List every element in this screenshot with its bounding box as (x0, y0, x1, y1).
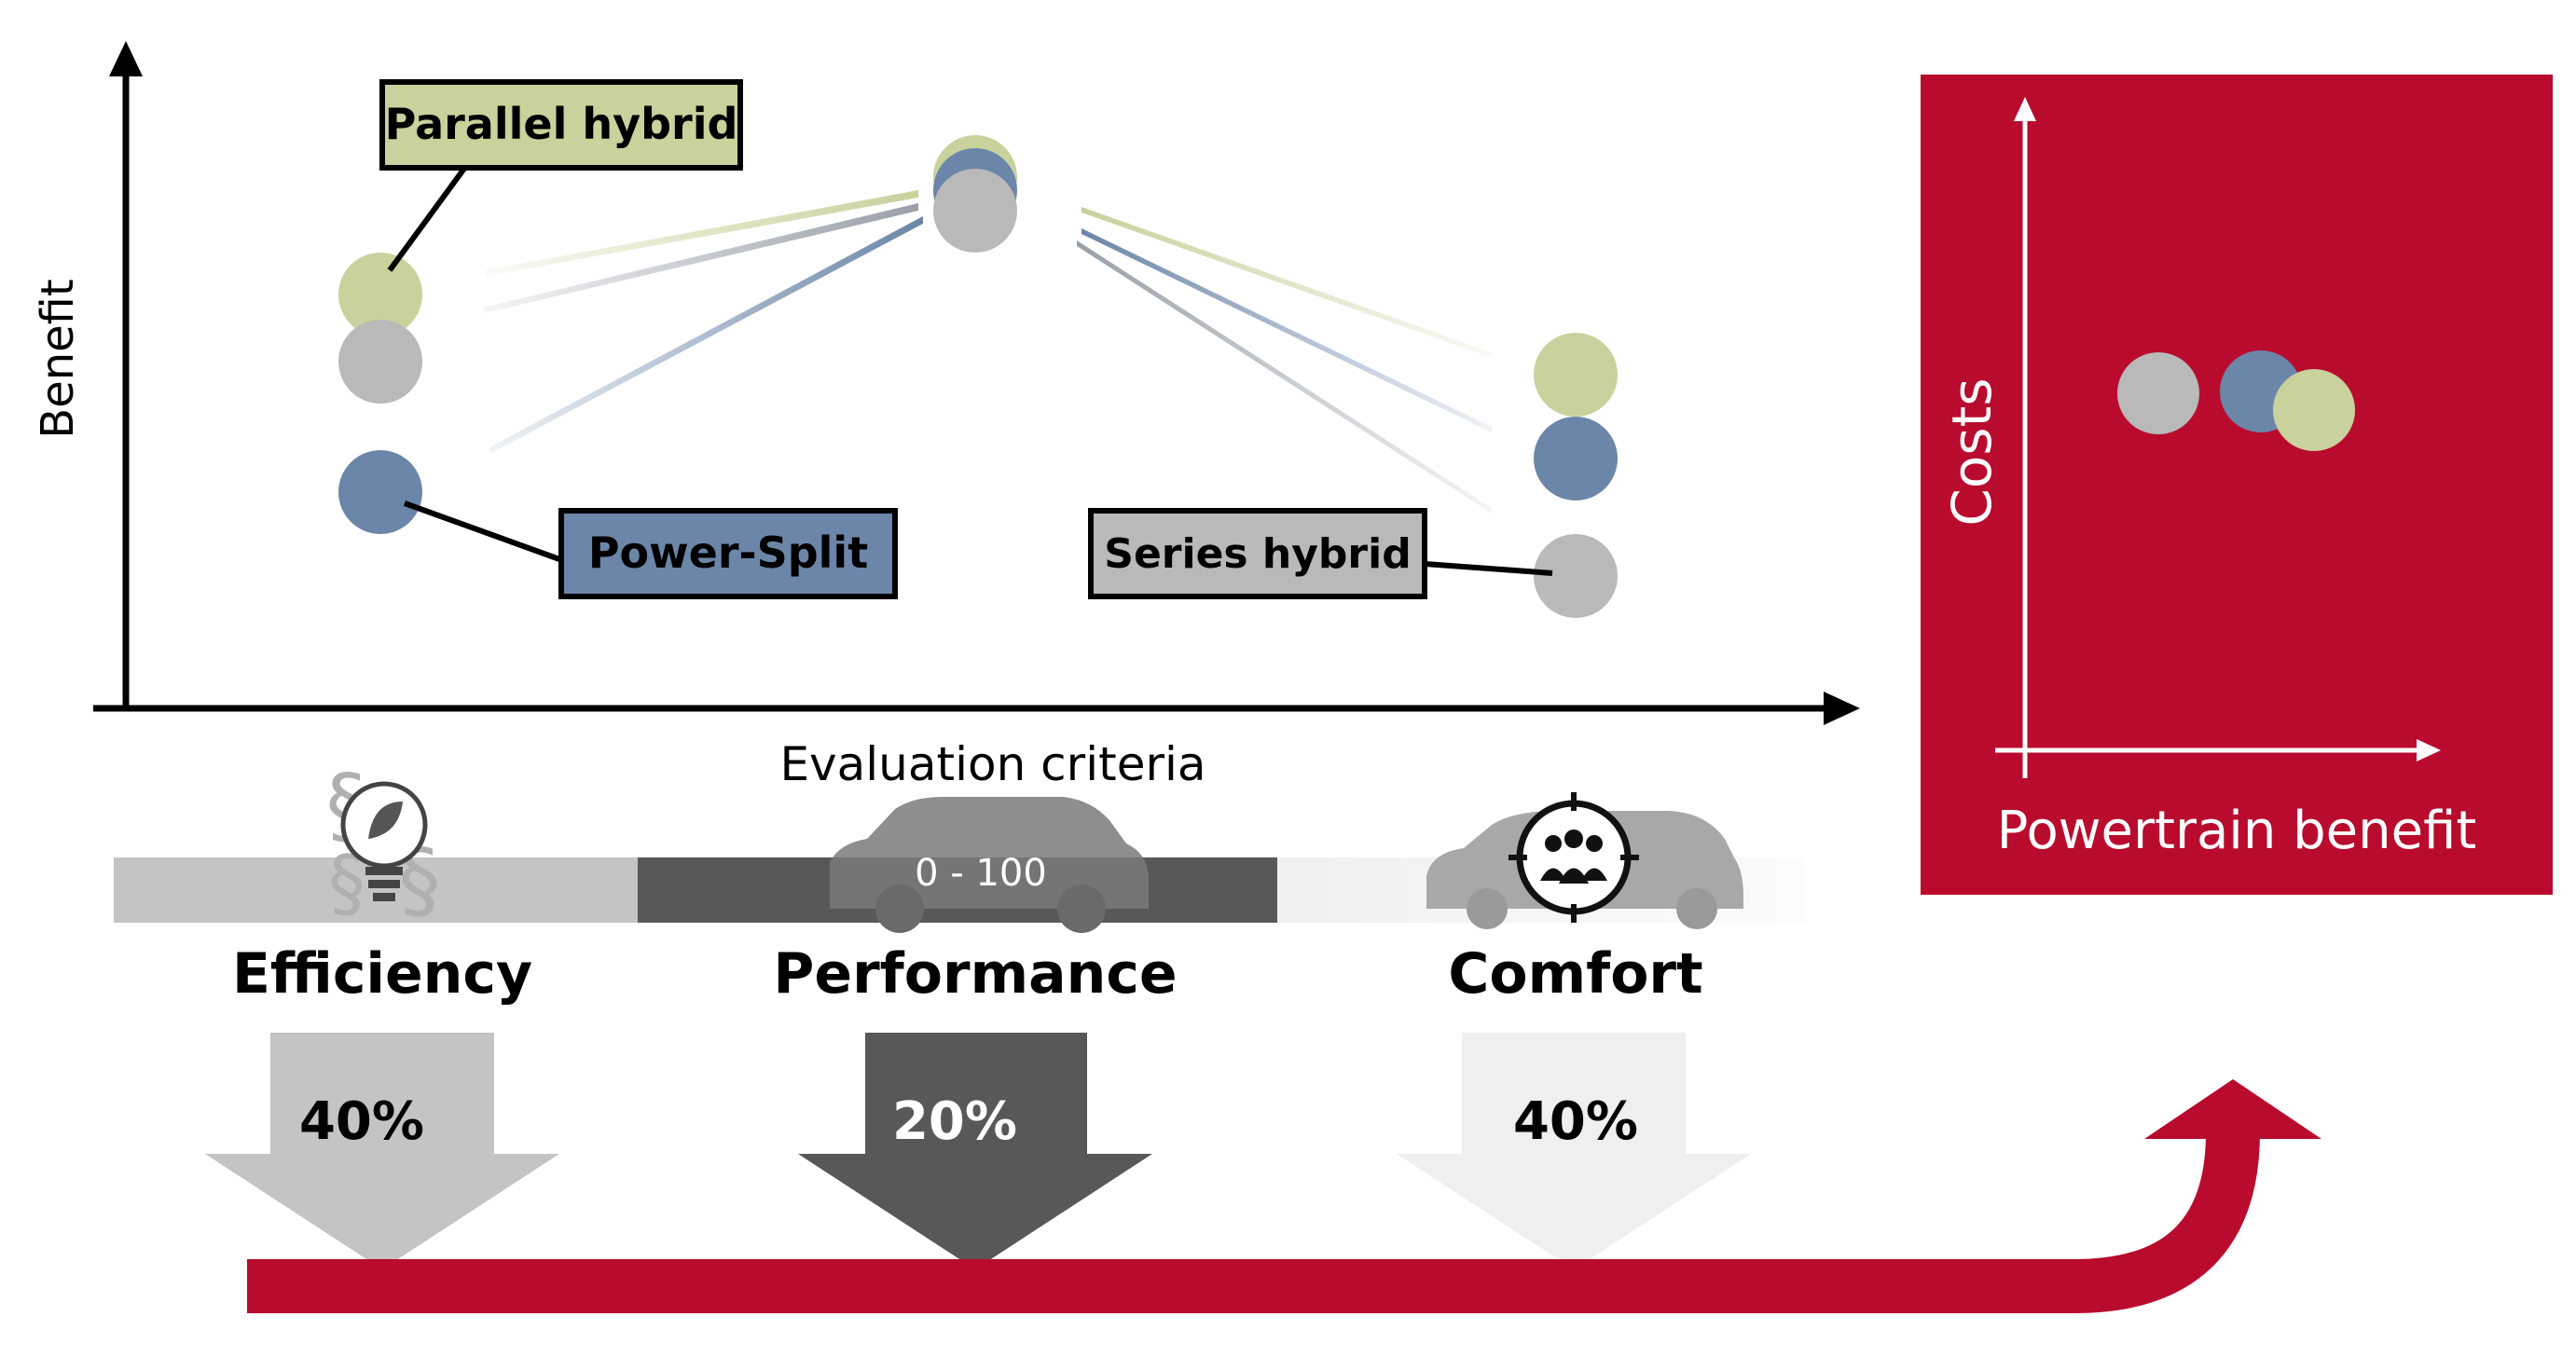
result-panel: Costs Powertrain benefit (1921, 75, 2553, 895)
comfort-series-circle (1534, 534, 1618, 618)
parallel-hybrid-label-box (379, 79, 743, 171)
power-split-label: Power-Split (588, 528, 868, 578)
efficiency-parallel-circle (338, 253, 422, 336)
performance-weight-arrow (798, 1033, 1152, 1269)
x-axis-label: Evaluation criteria (779, 737, 1205, 791)
comfort-label: Comfort (1448, 941, 1702, 1007)
y-axis-arrowhead (109, 41, 143, 76)
performance-series-circle (933, 169, 1017, 253)
costs-label: Costs (1940, 377, 2004, 526)
car-icon (830, 797, 1149, 933)
criteria-bar: § § § 0 - 100 (114, 757, 1804, 1007)
connector-lines-left (483, 190, 923, 453)
connector-lines-right (1077, 207, 1492, 514)
performance-weight: 20% (892, 1091, 1017, 1152)
performance-bar-text: 0 - 100 (915, 852, 1047, 895)
powersplit-leader-line (403, 500, 561, 562)
flow-arrow (247, 1079, 2321, 1313)
comfort-powersplit-circle (1534, 417, 1618, 500)
efficiency-weight: 40% (299, 1091, 424, 1152)
efficiency-label: Efficiency (232, 941, 532, 1007)
weight-arrows: 40% 20% 40% (205, 1033, 1751, 1269)
efficiency-series-circle (338, 320, 422, 404)
comfort-weight: 40% (1513, 1091, 1638, 1152)
y-axis-label: Benefit (32, 279, 84, 438)
series-hybrid-label: Series hybrid (1104, 530, 1411, 578)
power-split-label-box (558, 508, 898, 599)
result-series-circle (2117, 352, 2199, 434)
series-hybrid-label-box (1088, 508, 1427, 599)
efficiency-powersplit-circle (338, 450, 422, 534)
result-parallel-circle (2273, 369, 2355, 451)
lightbulb-leaf-icon: § § § (326, 757, 441, 929)
comfort-weight-arrow (1397, 1033, 1751, 1269)
comfort-parallel-circle (1534, 333, 1618, 417)
x-axis-arrowhead (1824, 692, 1860, 725)
powertrain-benefit-label: Powertrain benefit (1997, 801, 2477, 861)
car-passengers-icon (1426, 792, 1743, 929)
main-chart: Benefit Evaluation criteria (32, 41, 1860, 791)
result-panel-background (1921, 75, 2553, 895)
parallel-leader-line (387, 164, 469, 272)
performance-label: Performance (773, 941, 1177, 1007)
parallel-hybrid-label: Parallel hybrid (385, 99, 738, 149)
efficiency-weight-arrow (205, 1033, 559, 1269)
series-leader-line (1424, 561, 1553, 576)
